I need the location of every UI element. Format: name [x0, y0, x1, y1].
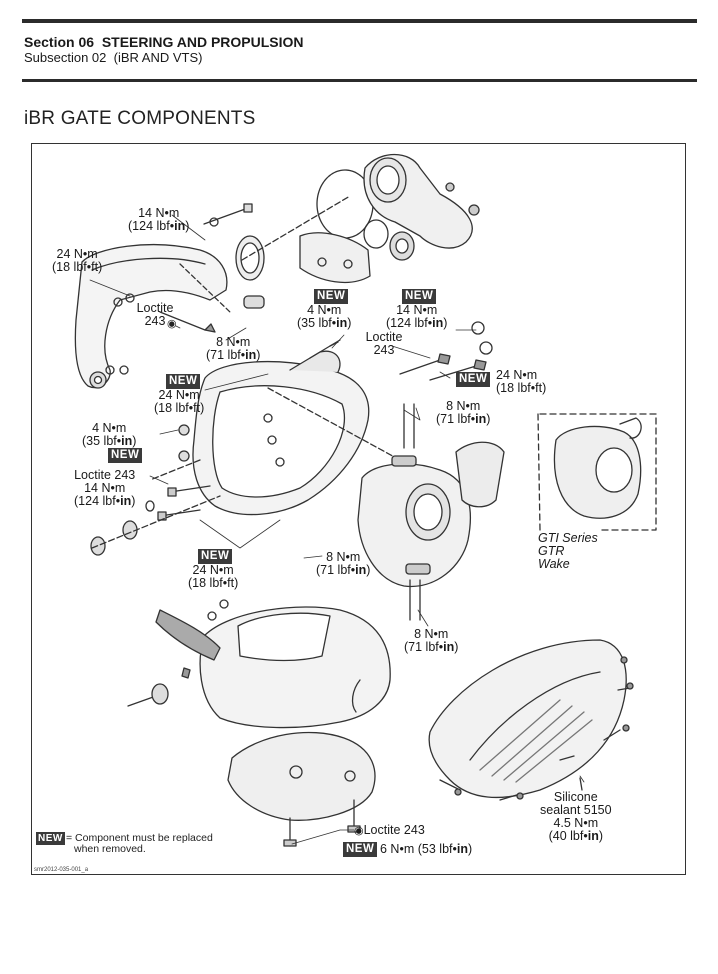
label-loctite-243-arm: Loctite 243	[136, 301, 174, 328]
label-8nm-right: 8 N•m (71 lbf•in)	[436, 399, 491, 426]
subsection-heading: Subsection 02 (iBR AND VTS)	[24, 50, 203, 65]
new-badge-i: NEW	[198, 549, 233, 564]
droplet-icon: ◉	[167, 318, 177, 330]
legend-new-badge: NEW	[36, 832, 65, 845]
header-bottom-rule	[22, 79, 697, 82]
legend-text: = Component must be replaced when remove…	[66, 832, 213, 855]
new-badge-b: NEW	[314, 289, 349, 304]
label-14nm-top: 14 N•m (124 lbf•in)	[128, 206, 190, 233]
droplet-icon: ◉	[354, 825, 364, 837]
label-4nm-center: 4 N•m (35 lbf•in)	[297, 303, 352, 330]
label-24nm-right: 24 N•m (18 lbf•ft)	[496, 368, 547, 395]
new-badge-l: NEW	[343, 842, 378, 857]
label-loctite-14nm-left: Loctite 243 14 N•m (124 lbf•in)	[74, 468, 136, 508]
new-badge-g: NEW	[108, 448, 143, 463]
section-heading: Section 06 STEERING AND PROPULSION	[24, 34, 304, 50]
label-24nm-center: 24 N•m (18 lbf•ft)	[154, 388, 205, 415]
new-badge-e: NEW	[166, 374, 201, 389]
label-24nm-lower: 24 N•m (18 lbf•ft)	[188, 563, 239, 590]
new-badge-d: NEW	[456, 372, 491, 387]
label-loctite-243-right: Loctite 243	[365, 330, 403, 357]
label-4nm-left: 4 N•m (35 lbf•in)	[82, 421, 137, 448]
header-top-rule	[22, 19, 697, 23]
new-badge-c: NEW	[402, 289, 437, 304]
label-6nm-bottom: 6 N•m (53 lbf•in)	[380, 842, 473, 856]
label-24nm-arm: 24 N•m (18 lbf•ft)	[52, 247, 103, 274]
label-8nm-mid: 8 N•m (71 lbf•in)	[316, 550, 371, 577]
label-8nm-top: 8 N•m (71 lbf•in)	[206, 335, 261, 362]
label-8nm-bottom: 8 N•m (71 lbf•in)	[404, 627, 459, 654]
figure-frame	[31, 143, 686, 875]
figure-code: smr2012-035-001_a	[34, 867, 89, 873]
label-loctite-243-bottom: ◉Loctite 243	[354, 823, 425, 838]
label-14nm-right: 14 N•m (124 lbf•in)	[386, 303, 448, 330]
label-silicone-sealant: Silicone sealant 5150 4.5 N•m (40 lbf•in…	[540, 790, 612, 843]
page-title: iBR GATE COMPONENTS	[24, 108, 256, 129]
models-label: GTI Series GTR Wake	[538, 531, 598, 571]
